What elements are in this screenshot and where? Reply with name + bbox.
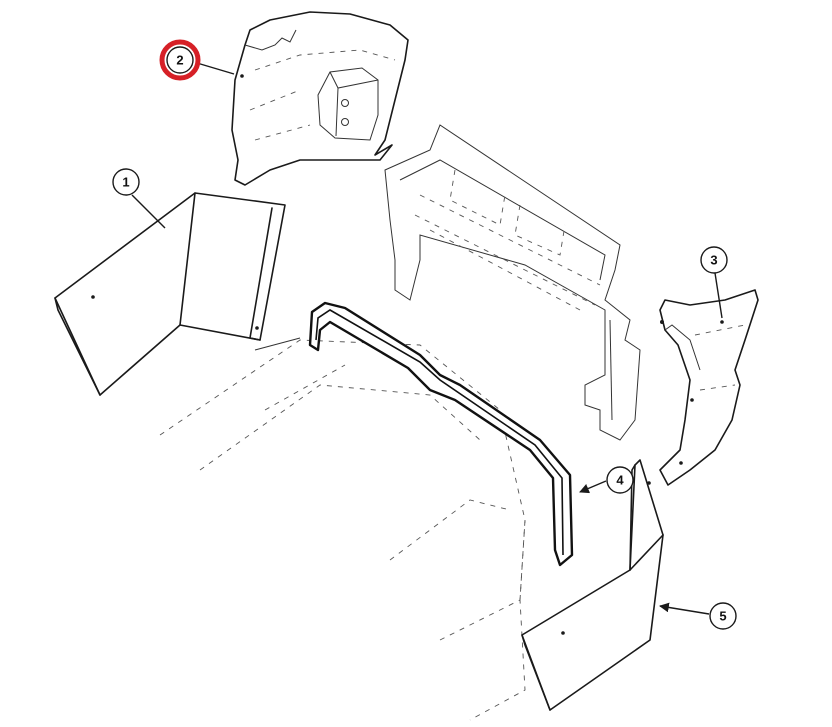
callout-4-label: 4	[616, 473, 624, 488]
callout-1[interactable]: 1	[112, 168, 140, 196]
part-4-seal-strip	[308, 301, 574, 567]
console-body	[159, 337, 526, 721]
leader-line-2	[196, 62, 235, 75]
callout-5-label: 5	[719, 609, 726, 624]
callout-2-highlight-ring	[159, 39, 201, 81]
part-5-lower-right-panel	[521, 459, 664, 711]
callout-3-label: 3	[710, 253, 717, 268]
leader-line-5	[659, 602, 710, 615]
callout-1-label: 1	[122, 175, 129, 190]
callout-2-label: 2	[176, 53, 183, 68]
part-2-upper-panel	[231, 11, 409, 186]
callout-3[interactable]: 3	[700, 246, 728, 274]
callout-2[interactable]: 2	[159, 39, 201, 81]
firewall-frame	[384, 124, 641, 441]
part-3-right-panel	[659, 289, 759, 486]
part-1-left-panel	[54, 192, 286, 396]
leader-line-3	[714, 272, 723, 319]
leader-line-4	[579, 480, 607, 494]
leader-line-1	[131, 194, 166, 229]
callout-5[interactable]: 5	[709, 602, 737, 630]
callout-4[interactable]: 4	[606, 466, 634, 494]
